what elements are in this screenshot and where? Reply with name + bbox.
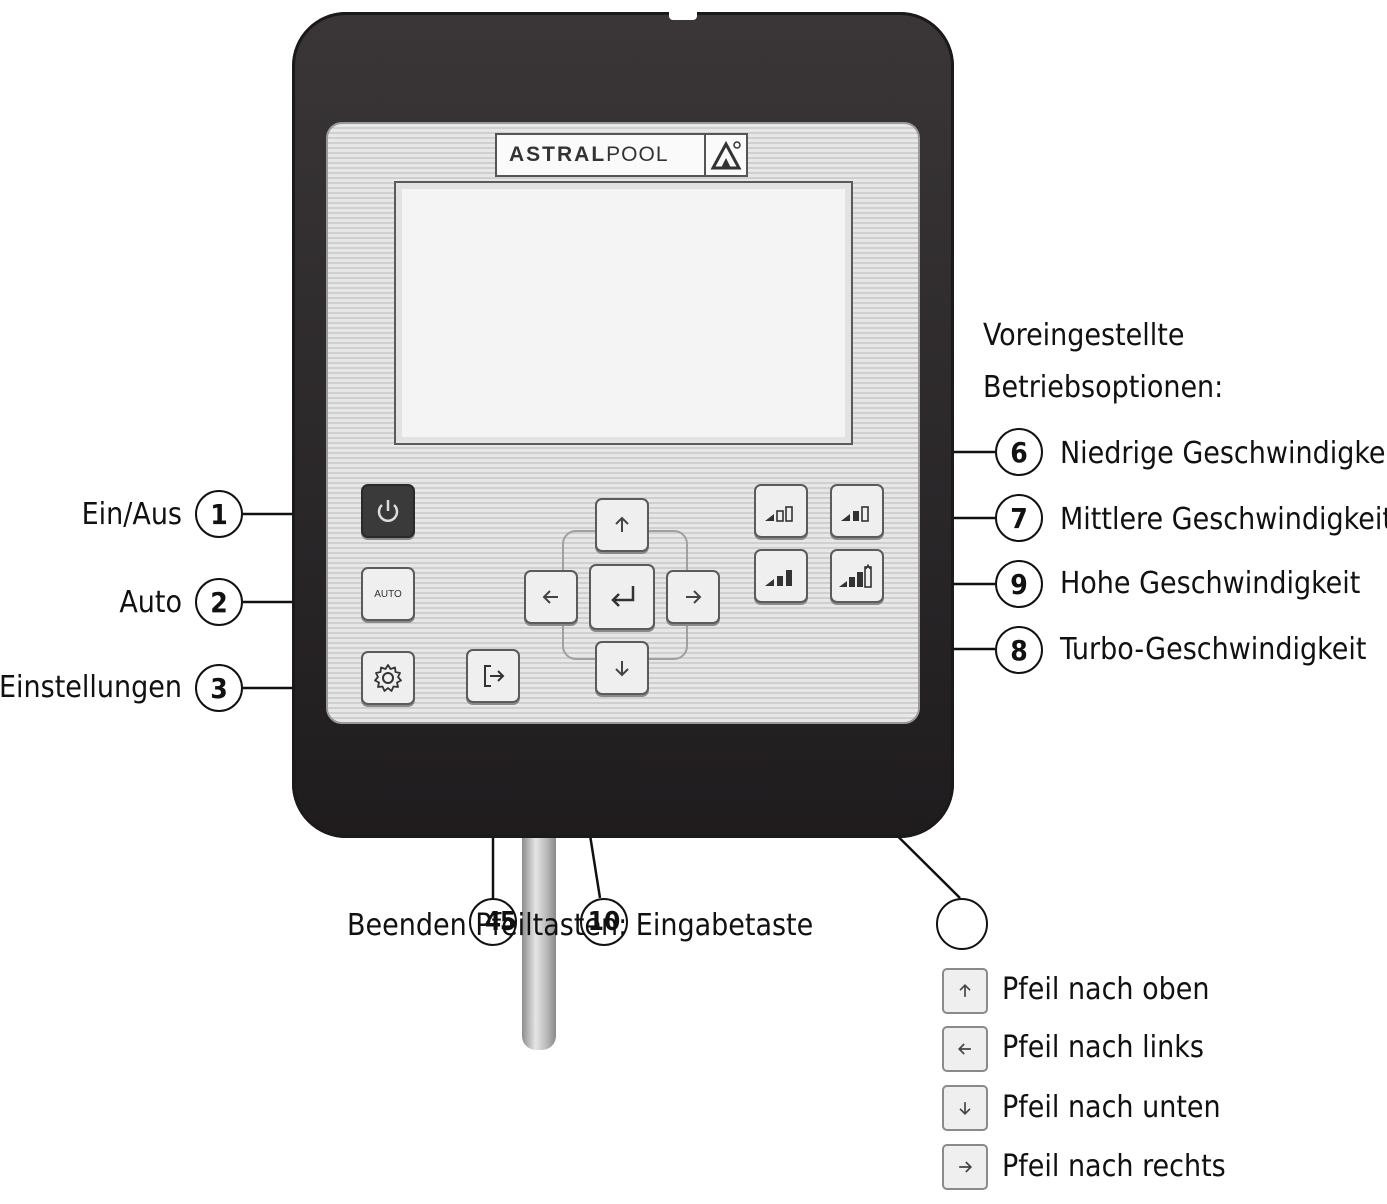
arrow-down-icon [615, 661, 629, 677]
arrow-left-icon [957, 1043, 971, 1055]
callout-number-8: 8 [995, 626, 1043, 674]
arrow-right-icon [686, 590, 702, 604]
power-icon [377, 500, 399, 522]
signal-low-icon [765, 506, 793, 522]
callout-number-9: 9 [995, 560, 1043, 608]
logo-text-light: POOL [606, 143, 669, 166]
lcd-display [394, 181, 853, 445]
astralpool-logo: ASTRAL POOL [495, 133, 748, 177]
callout-number-1: 1 [195, 490, 243, 538]
legend-key-down [942, 1085, 988, 1131]
low-speed-button[interactable] [754, 484, 808, 538]
enter-icon [611, 586, 635, 607]
legend-key-up [942, 968, 988, 1014]
arrow-up-button[interactable] [595, 498, 649, 552]
callout-circle-arrows [936, 898, 988, 950]
auto-key-label: AUTO [374, 588, 402, 600]
turbo-speed-button[interactable] [754, 549, 808, 603]
legend-label-left: Pfeil nach links [1002, 1030, 1204, 1065]
callout-number-7: 7 [995, 494, 1043, 542]
callout-label-auto: Auto [119, 585, 182, 620]
legend-key-right [942, 1144, 988, 1190]
signal-high-icon [839, 563, 872, 588]
callout-label-low-speed: Niedrige Geschwindigkeit [1060, 436, 1387, 471]
exit-icon [484, 665, 505, 687]
presets-heading-line2: Betriebsoptionen: [983, 370, 1224, 405]
arrow-down-button[interactable] [595, 641, 649, 695]
housing-notch [669, 12, 697, 20]
callout-label-power: Ein/Aus [81, 497, 182, 532]
callout-label-bottom-keys: Beenden Pfeiltasten: Eingabetaste [347, 908, 814, 943]
callout-label-medium-speed: Mittlere Geschwindigkeit [1060, 502, 1387, 537]
exit-button[interactable] [466, 649, 520, 703]
arrow-down-icon [959, 1102, 971, 1116]
callout-number-3: 3 [195, 664, 243, 712]
auto-button[interactable]: AUTO [361, 567, 415, 621]
signal-full-icon [765, 570, 792, 586]
settings-button[interactable] [361, 651, 415, 705]
arrow-right-icon [959, 1161, 973, 1173]
power-button[interactable] [361, 484, 415, 538]
callout-number-5: 5 [499, 907, 517, 937]
power-cable [522, 820, 556, 1050]
gear-icon [374, 664, 402, 692]
logo-triangle-icon [704, 135, 746, 175]
legend-key-left [942, 1026, 988, 1072]
callout-number-4: 4 [469, 898, 517, 946]
enter-button[interactable] [589, 564, 655, 630]
callout-label-turbo-speed: Turbo-Geschwindigkeit [1060, 632, 1367, 667]
callout-label-high-speed: Hohe Geschwindigkeit [1060, 566, 1361, 601]
arrow-up-icon [615, 516, 629, 532]
legend-label-right: Pfeil nach rechts [1002, 1149, 1226, 1184]
arrow-up-icon [959, 983, 971, 997]
logo-text-bold: ASTRAL [509, 143, 607, 166]
medium-speed-button[interactable] [830, 484, 884, 538]
legend-label-up: Pfeil nach oben [1002, 972, 1210, 1007]
signal-medium-icon [841, 506, 869, 522]
callout-number-10: 10 [580, 898, 628, 946]
high-speed-button[interactable] [830, 549, 884, 603]
presets-heading-line1: Voreingestellte [983, 318, 1185, 353]
arrow-right-button[interactable] [666, 570, 720, 624]
callout-number-2: 2 [195, 578, 243, 626]
callout-number-6: 6 [995, 428, 1043, 476]
legend-label-down: Pfeil nach unten [1002, 1090, 1221, 1125]
callout-label-settings: Einstellungen [0, 670, 182, 705]
arrow-left-button[interactable] [524, 570, 578, 624]
arrow-left-icon [542, 590, 558, 604]
